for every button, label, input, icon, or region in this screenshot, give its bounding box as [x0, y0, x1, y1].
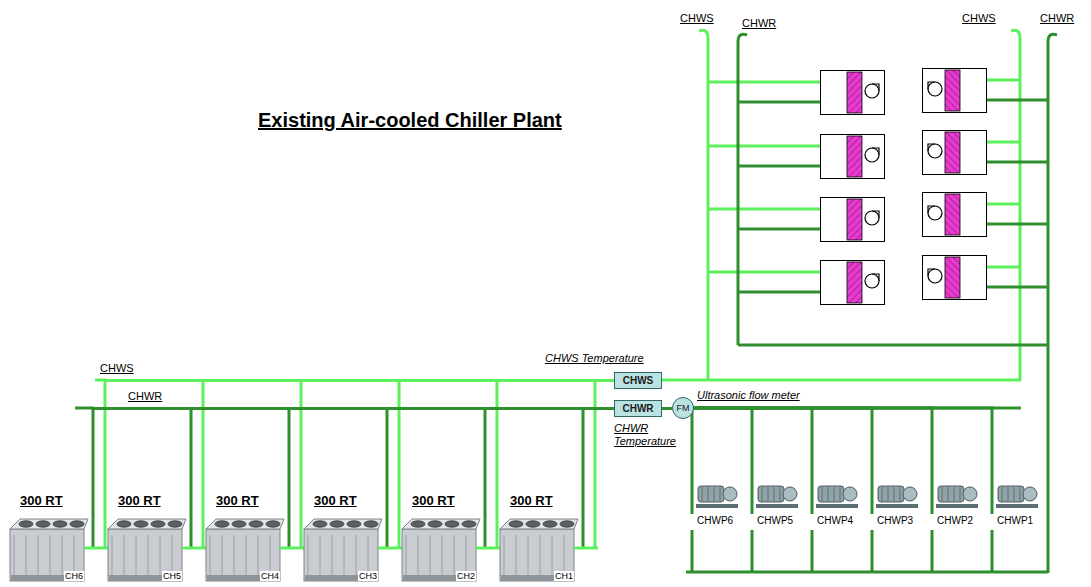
pipe-connector — [191, 409, 614, 516]
chilled-water-pump: CHWP3 — [866, 478, 921, 530]
pipe-connector — [694, 408, 812, 478]
chiller-icon — [302, 515, 402, 585]
chilled-water-pump: CHWP2 — [926, 478, 981, 530]
pipe-label: CHWS — [680, 12, 714, 25]
pipe-connector — [497, 381, 614, 516]
pipe-connector — [289, 409, 614, 516]
chilled-water-pump: CHWP1 — [986, 478, 1041, 530]
pump-icon — [806, 478, 861, 514]
node-text: FM — [677, 403, 690, 413]
pipe-connector — [399, 381, 614, 516]
pipe-connector — [105, 381, 614, 516]
diagram-title: Existing Air-cooled Chiller Plant — [258, 108, 562, 132]
chiller-tag: CH1 — [554, 571, 574, 581]
temperature-sensor: CHWS — [614, 372, 662, 389]
pipe-label: CHWS — [100, 362, 134, 375]
chilled-water-pump: CHWP4 — [806, 478, 861, 530]
chiller-icon — [8, 515, 108, 585]
pipe-label: CHWS — [962, 12, 996, 25]
supply-pipes — [95, 30, 1021, 380]
capacity-label: 300 RT — [20, 493, 63, 509]
pipe-connector — [583, 409, 614, 516]
chiller-tag: CH2 — [456, 571, 476, 581]
pipe-connector — [301, 381, 614, 516]
capacity-label: 300 RT — [216, 493, 259, 509]
pipe-label: Ultrasonic flow meter — [697, 389, 800, 402]
pipe-label: CHWS Temperature — [545, 352, 644, 365]
air-cooled-chiller: 300 RTCH5 — [106, 515, 206, 585]
pipe-connector — [595, 381, 614, 516]
chiller-icon — [204, 515, 304, 585]
chilled-water-pump: CHWP6 — [686, 478, 741, 530]
air-cooled-chiller: 300 RTCH2 — [400, 515, 500, 585]
pump-icon — [866, 478, 921, 514]
pipe-label: CHWR — [742, 17, 776, 30]
chiller-tag: CH6 — [64, 571, 84, 581]
pipe-label: CHWR Temperature — [614, 422, 674, 448]
chiller-tag: CH5 — [162, 571, 182, 581]
chiller-icon — [498, 515, 598, 585]
air-cooled-chiller: 300 RTCH1 — [498, 515, 598, 585]
capacity-label: 300 RT — [314, 493, 357, 509]
capacity-label: 300 RT — [118, 493, 161, 509]
pipe-connector — [694, 408, 992, 478]
air-cooled-chiller: 300 RTCH6 — [8, 515, 108, 585]
pipe-connector — [662, 407, 672, 410]
pipe-connector — [694, 408, 752, 478]
temperature-sensor: CHWR — [614, 400, 662, 417]
capacity-label: 300 RT — [412, 493, 455, 509]
pump-tag: CHWP4 — [817, 515, 853, 527]
pipe-connector — [694, 408, 932, 478]
pump-icon — [746, 478, 801, 514]
pipe-connector — [203, 381, 614, 516]
return-pipes — [75, 34, 1057, 573]
pipe-connector — [387, 409, 614, 516]
pipe-connector — [692, 408, 694, 478]
chiller-tag: CH3 — [358, 571, 378, 581]
pump-tag: CHWP6 — [697, 515, 733, 527]
pump-tag: CHWP1 — [997, 515, 1033, 527]
pipe-connector — [93, 409, 614, 516]
pipe-connector — [485, 409, 614, 516]
pump-icon — [926, 478, 981, 514]
air-cooled-chiller: 300 RTCH4 — [204, 515, 304, 585]
air-handling-units — [821, 69, 987, 305]
air-cooled-chiller: 300 RTCH3 — [302, 515, 402, 585]
pipe-connector — [694, 408, 872, 478]
pump-tag: CHWP5 — [757, 515, 793, 527]
pump-icon — [686, 478, 741, 514]
pump-tag: CHWP2 — [937, 515, 973, 527]
flow-meter: FM — [672, 397, 694, 419]
node-text: CHWS — [623, 375, 654, 386]
chiller-tag: CH4 — [260, 571, 280, 581]
pump-icon — [986, 478, 1041, 514]
node-text: CHWR — [622, 403, 653, 414]
pump-tag: CHWP3 — [877, 515, 913, 527]
chiller-icon — [106, 515, 206, 585]
capacity-label: 300 RT — [510, 493, 553, 509]
chiller-icon — [400, 515, 500, 585]
chilled-water-pump: CHWP5 — [746, 478, 801, 530]
pipe-label: CHWR — [128, 390, 162, 403]
pipe-label: CHWR — [1040, 12, 1074, 25]
